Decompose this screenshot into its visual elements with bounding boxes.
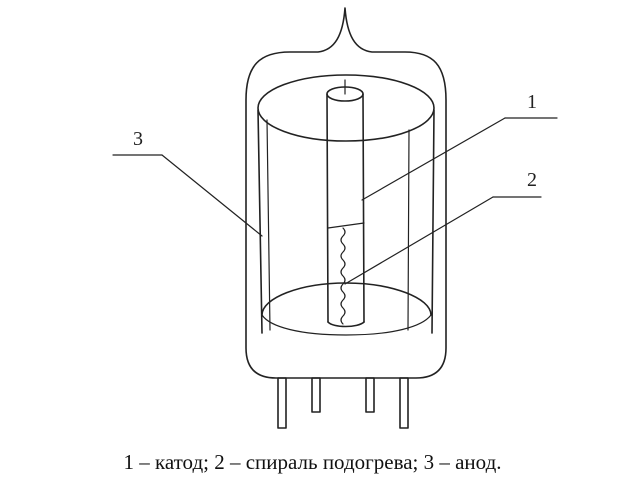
label-anode: 3 xyxy=(133,128,143,150)
anode-left-wall-inner xyxy=(266,119,271,331)
cathode-left-wall xyxy=(326,93,329,323)
cathode-cutaway-edge xyxy=(327,222,365,229)
leader-cathode xyxy=(361,117,506,201)
pin-2 xyxy=(311,377,321,413)
pin-1 xyxy=(277,377,287,429)
pin-3 xyxy=(365,377,375,413)
anode-right-wall-inner xyxy=(407,129,410,331)
label-cathode: 1 xyxy=(527,91,537,113)
leader-heater xyxy=(344,196,494,285)
cathode-right-wall xyxy=(362,93,365,323)
anode-right-wall-outer xyxy=(431,109,435,334)
anode-bottom-front xyxy=(261,314,432,336)
anode-left-wall-outer xyxy=(257,109,263,334)
label-heater: 2 xyxy=(527,169,537,191)
figure-caption: 1 – катод; 2 – спираль подогрева; 3 – ан… xyxy=(123,450,502,474)
heater-spiral xyxy=(340,227,346,325)
pin-4 xyxy=(399,377,409,429)
cathode-bottom xyxy=(327,321,365,328)
glass-envelope xyxy=(245,7,447,379)
anode-top-ellipse xyxy=(257,74,435,142)
leader-anode xyxy=(161,154,263,237)
anode-bottom-ellipse xyxy=(261,282,432,316)
